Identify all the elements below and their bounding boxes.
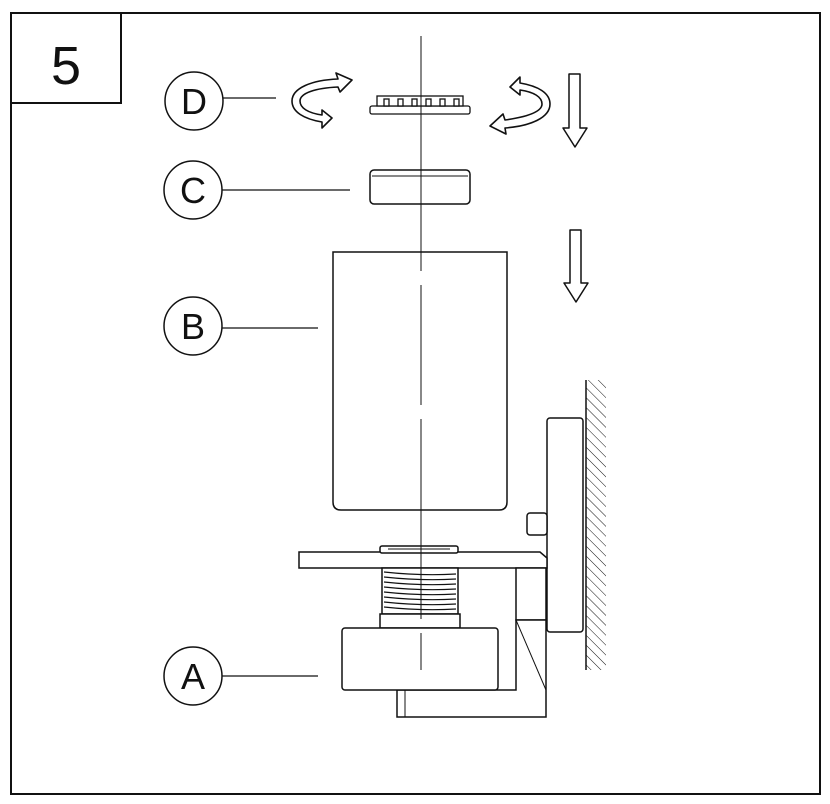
rotate-ccw-icon — [291, 72, 353, 129]
step-number-box: 5 — [10, 12, 122, 104]
bracket-upright — [515, 567, 547, 621]
part-c-ring — [369, 169, 471, 205]
callout-d-label: D — [181, 81, 207, 122]
callout-b: B — [163, 296, 318, 356]
part-a-base — [341, 627, 499, 691]
callout-b-label: B — [181, 306, 205, 347]
wall — [585, 380, 606, 670]
callout-d: D — [164, 71, 276, 131]
bracket-shelf — [298, 551, 548, 569]
rotate-cw-icon — [489, 76, 551, 135]
threaded-stem — [379, 567, 461, 629]
arrow-down-icon — [563, 229, 589, 303]
mount-pin — [526, 512, 548, 536]
bracket-lower-arm — [396, 619, 547, 718]
shelf-collar — [379, 545, 459, 554]
wall-bracket — [298, 417, 584, 718]
part-b-shade — [332, 251, 508, 511]
arrow-down-icon — [562, 73, 588, 148]
callout-c: C — [163, 160, 350, 220]
callout-a-label: A — [181, 656, 205, 697]
step-number: 5 — [51, 36, 81, 96]
part-d-cap — [369, 95, 471, 115]
callout-c-label: C — [180, 170, 206, 211]
wall-mount-plate — [546, 417, 584, 633]
callout-a: A — [163, 646, 318, 706]
